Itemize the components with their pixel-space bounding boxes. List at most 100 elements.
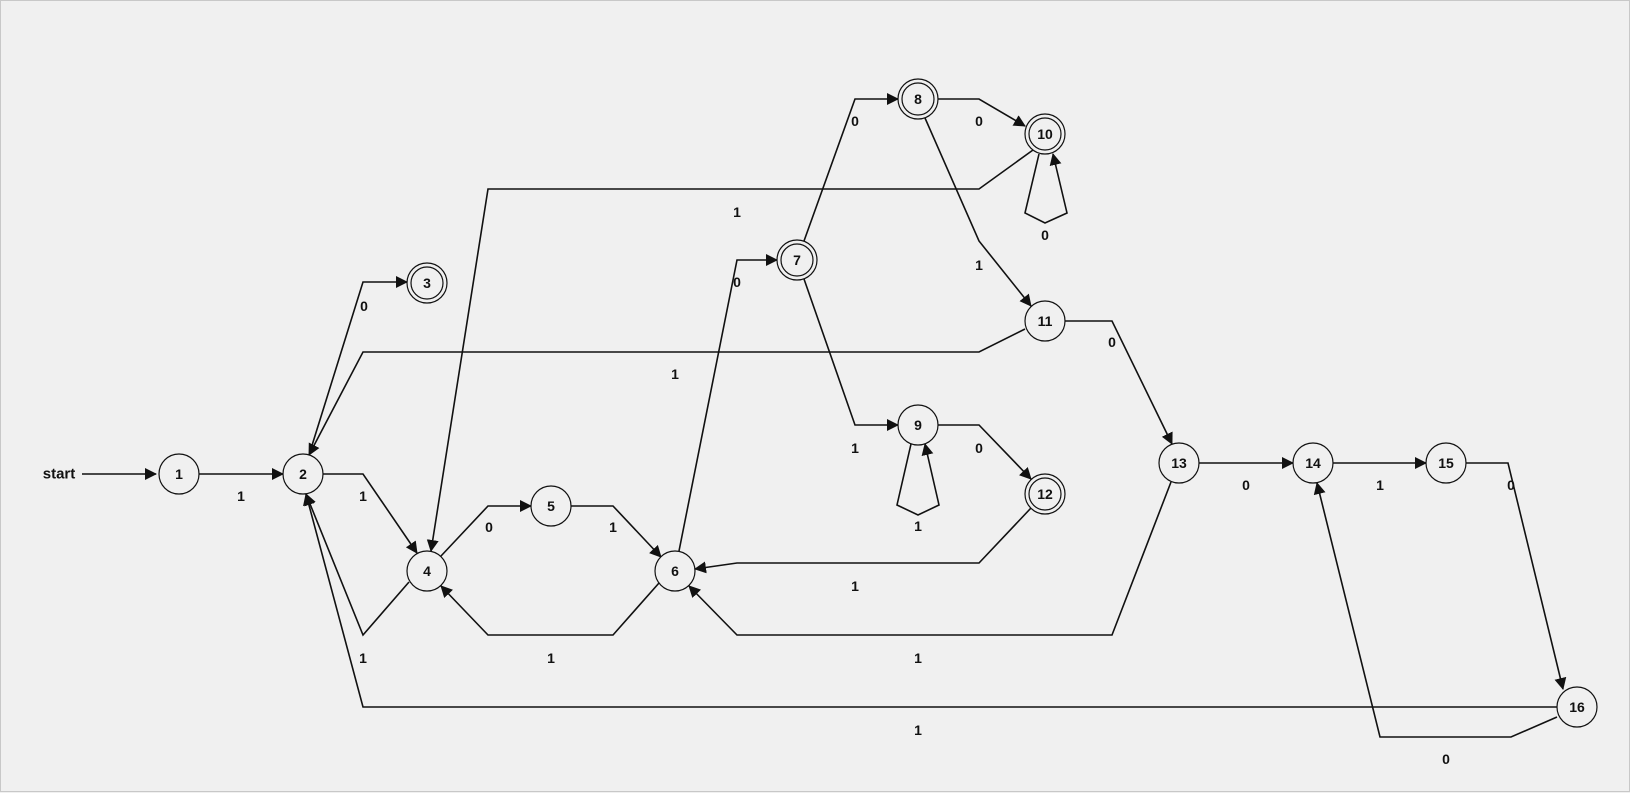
state-circle — [406, 262, 448, 304]
state-label: 10 — [1037, 126, 1053, 142]
state-1[interactable]: 1 — [158, 453, 200, 495]
state-2[interactable]: 2 — [282, 453, 324, 495]
state-circle — [1292, 442, 1334, 484]
transition-label-12-to-6: 1 — [851, 578, 859, 594]
state-label: 13 — [1171, 455, 1187, 471]
state-label: 7 — [793, 252, 801, 268]
transition-16-to-14 — [1313, 482, 1558, 738]
state-circle — [1024, 300, 1066, 342]
state-label: 1 — [175, 466, 183, 482]
state-label: 15 — [1438, 455, 1454, 471]
transition-label-8-to-10: 0 — [975, 113, 983, 129]
state-circle — [897, 78, 939, 120]
state-label: 12 — [1037, 486, 1053, 502]
transition-label-2-to-4: 1 — [359, 488, 367, 504]
state-label: 14 — [1305, 455, 1321, 471]
state-11[interactable]: 11 — [1024, 300, 1066, 342]
transition-4-to-2 — [304, 493, 410, 637]
transition-label-7-to-9: 1 — [851, 440, 859, 456]
transition-6-to-7 — [678, 254, 778, 552]
transition-15-to-16 — [1466, 462, 1567, 690]
transition-4-to-5 — [440, 500, 532, 557]
transition-8-to-10 — [938, 98, 1026, 127]
state-10[interactable]: 10 — [1024, 113, 1066, 155]
transition-9-to-12 — [938, 424, 1032, 480]
transition-13-to-6 — [688, 481, 1172, 636]
state-label: 4 — [423, 563, 431, 579]
transition-10-to-4 — [426, 149, 1034, 552]
state-circle — [1158, 442, 1200, 484]
state-13[interactable]: 13 — [1158, 442, 1200, 484]
transition-label-13-to-14: 0 — [1242, 477, 1250, 493]
transition-11-to-13 — [1065, 320, 1173, 445]
transition-label-14-to-15: 1 — [1376, 477, 1384, 493]
state-label: 8 — [914, 91, 922, 107]
state-circle — [282, 453, 324, 495]
state-label: 16 — [1569, 699, 1585, 715]
accepting-ring — [1028, 477, 1062, 511]
state-12[interactable]: 12 — [1024, 473, 1066, 515]
state-circle — [530, 485, 572, 527]
transition-label-10-to-10: 0 — [1041, 227, 1049, 243]
state-label: 6 — [671, 563, 679, 579]
transition-5-to-6 — [571, 505, 662, 558]
transition-label-6-to-7: 0 — [733, 274, 741, 290]
state-5[interactable]: 5 — [530, 485, 572, 527]
state-circle — [897, 404, 939, 446]
transition-label-11-to-13: 0 — [1108, 334, 1116, 350]
state-circle — [406, 550, 448, 592]
state-label: 11 — [1038, 313, 1053, 329]
state-circle — [776, 239, 818, 281]
state-label: 2 — [299, 466, 307, 482]
state-6[interactable]: 6 — [654, 550, 696, 592]
state-8[interactable]: 8 — [897, 78, 939, 120]
transition-2-to-4 — [323, 473, 418, 554]
state-3[interactable]: 3 — [406, 262, 448, 304]
state-circle — [1425, 442, 1467, 484]
transition-7-to-8 — [803, 93, 899, 242]
transition-label-4-to-5: 0 — [485, 519, 493, 535]
transition-12-to-6 — [694, 507, 1032, 574]
transition-label-10-to-4: 1 — [733, 204, 741, 220]
transition-label-15-to-16: 0 — [1507, 477, 1515, 493]
transition-label-11-to-2: 1 — [671, 366, 679, 382]
transition-label-1-to-2: 1 — [237, 488, 245, 504]
state-circle — [1024, 473, 1066, 515]
start-label: start — [43, 466, 76, 483]
transition-label-6-to-4: 1 — [547, 650, 555, 666]
state-label: 9 — [914, 417, 922, 433]
transition-2-to-3 — [308, 276, 408, 456]
accepting-ring — [780, 243, 814, 277]
state-15[interactable]: 15 — [1425, 442, 1467, 484]
transition-16-to-2 — [303, 493, 1557, 708]
state-circle — [1024, 113, 1066, 155]
accepting-ring — [1028, 117, 1062, 151]
transition-label-16-to-2: 1 — [914, 722, 922, 738]
accepting-ring — [410, 266, 444, 300]
state-16[interactable]: 16 — [1556, 686, 1598, 728]
transition-label-16-to-14: 0 — [1442, 751, 1450, 767]
transition-9-to-9 — [896, 443, 940, 516]
transition-label-5-to-6: 1 — [609, 519, 617, 535]
transition-label-13-to-6: 1 — [914, 650, 922, 666]
state-circle — [654, 550, 696, 592]
transition-label-8-to-11: 1 — [975, 257, 983, 273]
transition-label-9-to-12: 0 — [975, 440, 983, 456]
state-9[interactable]: 9 — [897, 404, 939, 446]
transition-label-7-to-8: 0 — [851, 113, 859, 129]
transition-6-to-4 — [440, 582, 660, 636]
transition-11-to-2 — [308, 328, 1026, 456]
transition-label-2-to-3: 0 — [360, 298, 368, 314]
transition-label-4-to-2: 1 — [359, 650, 367, 666]
state-14[interactable]: 14 — [1292, 442, 1334, 484]
transition-10-to-10 — [1024, 153, 1068, 224]
state-label: 3 — [423, 275, 431, 291]
state-label: 5 — [547, 498, 555, 514]
transition-7-to-9 — [803, 278, 899, 431]
state-circle — [158, 453, 200, 495]
transition-label-9-to-9: 1 — [914, 518, 922, 534]
state-4[interactable]: 4 — [406, 550, 448, 592]
state-7[interactable]: 7 — [776, 239, 818, 281]
